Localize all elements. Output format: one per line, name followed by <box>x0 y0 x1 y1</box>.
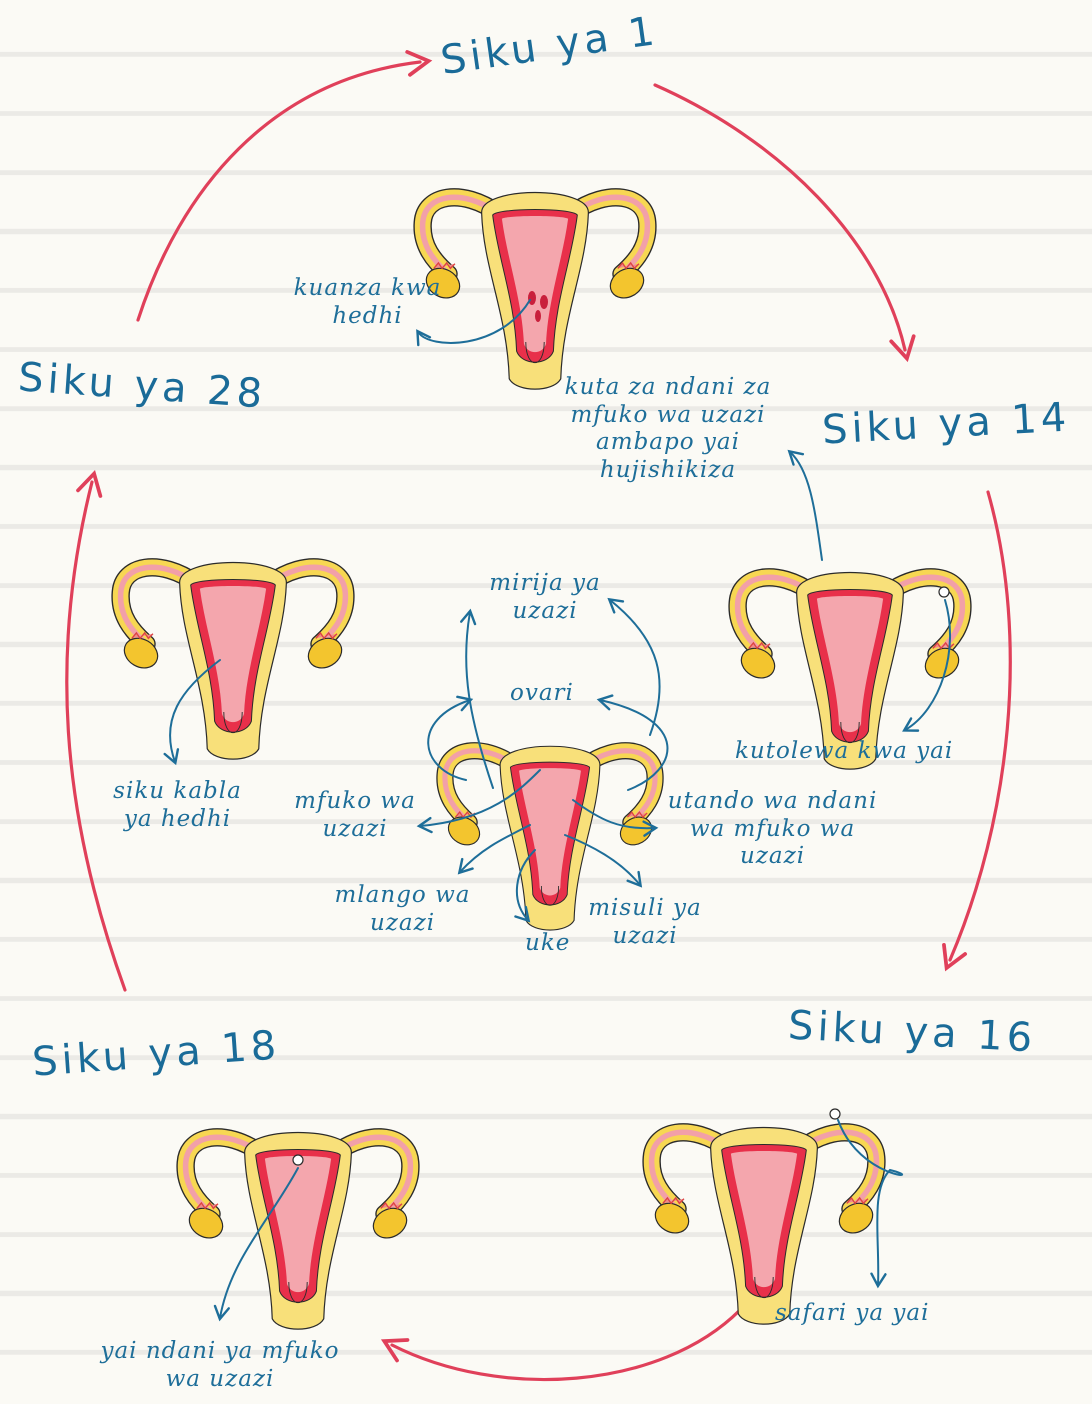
egg-ovulation <box>939 587 949 597</box>
label-cervix: mlango wa uzazi <box>325 882 480 937</box>
arrow-day16-to-day18 <box>392 1310 740 1380</box>
arrow-day18-to-day28 <box>67 482 125 990</box>
arrow-day14-to-day16 <box>950 492 1010 960</box>
label-ovary: ovari <box>510 680 574 708</box>
note-day16: safari ya yai <box>775 1300 929 1328</box>
note-day1: kuanza kwa hedhi <box>280 275 455 330</box>
uterus-day16 <box>650 1128 878 1325</box>
label-uterus: mfuko wa uzazi <box>285 788 425 843</box>
label-endometrium: utando wa ndani wa mfuko wa uzazi <box>655 788 890 871</box>
note-day14-wall: kuta za ndani za mfuko wa uzazi ambapo y… <box>528 374 808 484</box>
note-day18: yai ndani ya mfuko wa uzazi <box>100 1338 340 1393</box>
arrow-day1-to-day14 <box>655 85 905 350</box>
label-vagina: uke <box>525 930 570 958</box>
uterus-day28 <box>119 563 347 760</box>
note-day14-ovulation: kutolewa kwa yai <box>735 738 953 766</box>
label-tubes: mirija ya uzazi <box>470 570 620 625</box>
egg-in-tube <box>830 1109 840 1119</box>
uterus-day1 <box>421 193 649 390</box>
note-day28: siku kabla ya hedhi <box>100 778 255 833</box>
egg-in-uterus <box>293 1155 303 1165</box>
label-muscle: misuli ya uzazi <box>585 895 705 950</box>
